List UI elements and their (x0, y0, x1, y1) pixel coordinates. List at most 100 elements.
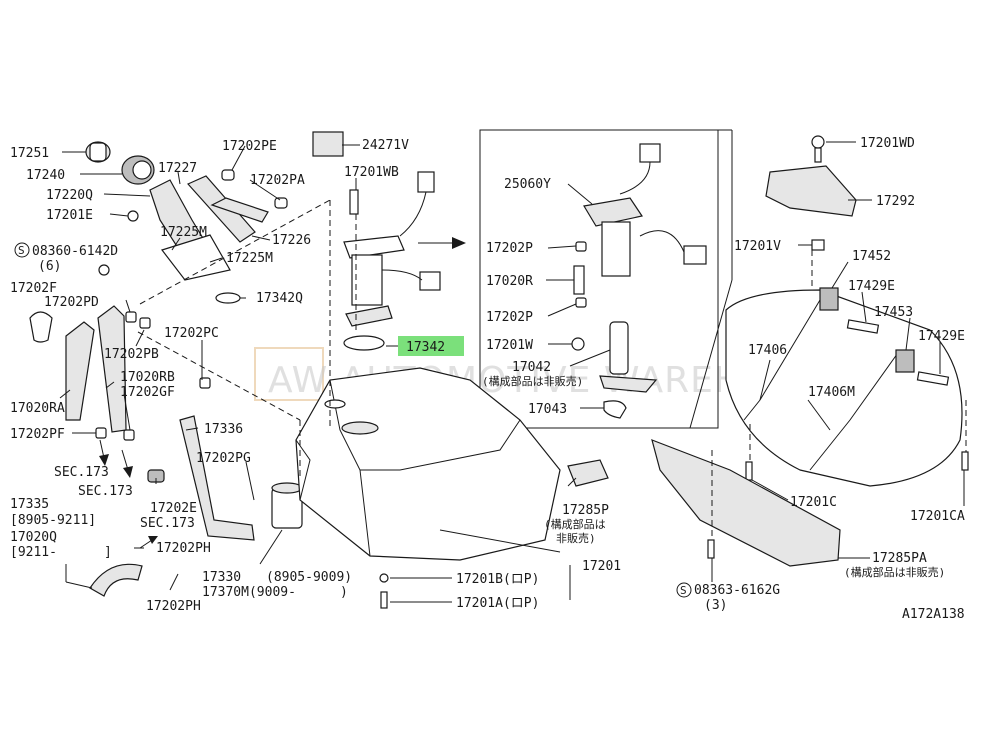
nut-17201V (811, 239, 825, 251)
bolt-17201WB (349, 189, 359, 215)
label-17201WD: 17201WD (860, 136, 915, 151)
label-17042: 17042 (512, 360, 551, 375)
label-17406M: 17406M (808, 385, 855, 400)
label-17342Q: 17342Q (256, 291, 303, 306)
pump-assembly-box (479, 129, 733, 429)
label-17202E: 17202E (150, 501, 197, 516)
pump-sensor-connector (639, 230, 707, 265)
hose-17020Q (89, 563, 143, 597)
label-17285PA-note: (構成部品は非販売) (844, 565, 945, 579)
label-17225M-b: 17225M (226, 251, 273, 266)
label-17335: 17335 (10, 497, 49, 512)
label-17020Q-dates: [9211- (10, 545, 57, 560)
label-17429E-b: 17429E (918, 329, 965, 344)
label-17043: 17043 (528, 402, 567, 417)
label-08363-qty: (3) (704, 598, 727, 613)
label-17240: 17240 (26, 168, 65, 183)
pump-unit-top (343, 235, 441, 306)
diagram-code: A172A138 (902, 607, 965, 622)
label-SEC173-b: SEC.173 (78, 484, 133, 499)
label-17202P-a: 17202P (486, 241, 533, 256)
label-17202PH-a: 17202PH (156, 541, 211, 556)
label-17020R: 17020R (486, 274, 533, 289)
clamp-17202P-b (575, 297, 587, 308)
label-17330-dates: (8905-9009) (266, 570, 352, 585)
label-17202PC: 17202PC (164, 326, 219, 341)
label-17342: 17342 (406, 340, 445, 355)
label-17336: 17336 (204, 422, 243, 437)
canister-17330 (271, 482, 303, 529)
sec-arrows (99, 439, 158, 549)
label-17202PH-b: 17202PH (146, 599, 201, 614)
label-17202PG: 17202PG (196, 451, 251, 466)
label-17452: 17452 (852, 249, 891, 264)
label-17202P-b: 17202P (486, 310, 533, 325)
label-17201WB: 17201WB (344, 165, 399, 180)
pump-base-plate (345, 305, 393, 327)
fuel-hose-ra (65, 321, 95, 421)
pointer-arrow (418, 237, 466, 249)
label-17202PA: 17202PA (250, 173, 305, 188)
pump-bracket-25060Y (583, 197, 643, 277)
filter-17043 (603, 400, 627, 419)
label-17370M: 17370M(9009- (202, 585, 296, 600)
highlight-17342 (398, 336, 464, 356)
label-17285PA: 17285PA (872, 551, 927, 566)
sender-connector (399, 171, 435, 237)
label-08360-qty: (6) (38, 259, 61, 274)
label-17202PB: 17202PB (104, 347, 159, 362)
label-17330: 17330 (202, 570, 241, 585)
bracket-17452 (819, 287, 839, 311)
label-17201B: 17201B(ロP) (456, 572, 539, 587)
bolt-17201W (571, 337, 585, 351)
label-17020RA: 17020RA (10, 401, 65, 416)
label-17429E-a: 17429E (848, 279, 895, 294)
leader-lines (59, 141, 967, 603)
heat-shield-17292 (765, 165, 857, 217)
fuel-hose-rb (97, 305, 127, 433)
filler-cap (85, 141, 111, 163)
small-bolt (98, 210, 139, 276)
part-labels: 17251 17240 17220Q 17201E 08360-6142D (6… (10, 136, 965, 622)
bolt-08363 (707, 539, 715, 559)
filler-hose (187, 175, 256, 243)
label-SEC173-a: SEC.173 (54, 465, 109, 480)
label-17020RB: 17020RB (120, 370, 175, 385)
bolt-17201CA (961, 451, 969, 471)
screw-symbols: S S (14, 242, 692, 598)
label-17285P: 17285P (562, 503, 609, 518)
label-17202PE: 17202PE (222, 139, 277, 154)
bolt-17429E-b (916, 371, 950, 386)
label-17201C: 17201C (790, 495, 837, 510)
pad-17285P (567, 459, 609, 487)
label-17202PF: 17202PF (10, 427, 65, 442)
label-17201V: 17201V (734, 239, 781, 254)
label-17020Q: 17020Q (10, 530, 57, 545)
pump-connector-top (619, 143, 661, 195)
gasket-17342Q (215, 292, 241, 304)
label-17292: 17292 (876, 194, 915, 209)
label-17202F: 17202F (10, 281, 57, 296)
label-17227: 17227 (158, 161, 197, 176)
filler-seal-ring (121, 155, 155, 185)
label-17220Q: 17220Q (46, 188, 93, 203)
label-17020Q-close: ] (104, 545, 112, 560)
fuel-tank (295, 367, 561, 561)
label-17201A: 17201A(ロP) (456, 596, 539, 611)
label-17042-note: (構成部品は非販売) (482, 374, 583, 388)
label-17251: 17251 (10, 146, 49, 161)
filler-clip (221, 169, 288, 209)
filler-neck-tube (149, 179, 231, 281)
label-17201: 17201 (582, 559, 621, 574)
label-17453: 17453 (874, 305, 913, 320)
label-17201E: 17201E (46, 208, 93, 223)
label-17285P-note2: 非販売) (556, 532, 596, 545)
label-17225M-a: 17225M (160, 225, 207, 240)
bolt-17201C (745, 461, 753, 481)
label-17285P-note1: (構成部品は (544, 517, 606, 531)
label-17202GF: 17202GF (120, 385, 175, 400)
tank-bolts (379, 573, 389, 609)
hose-clamp (29, 311, 53, 343)
evap-hose-17336 (179, 415, 255, 541)
svg-text:S: S (18, 244, 25, 257)
